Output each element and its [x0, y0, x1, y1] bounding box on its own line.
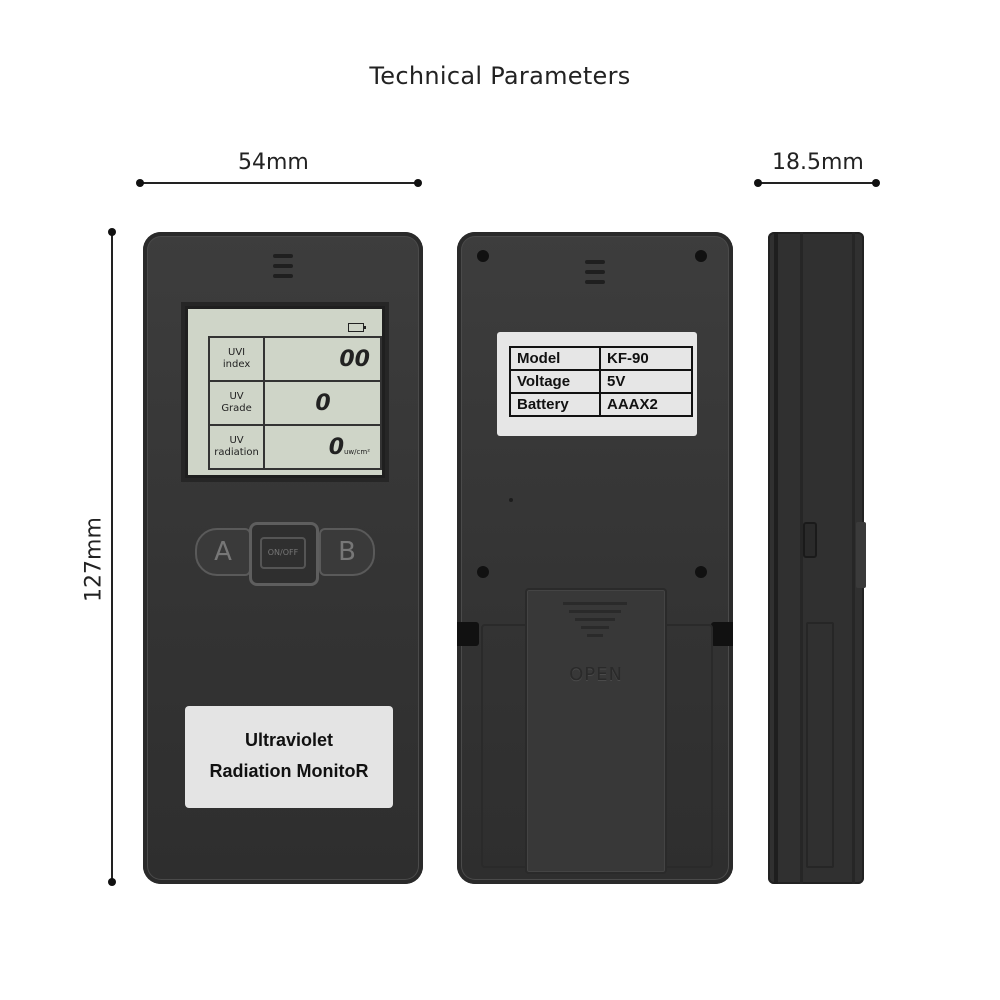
speaker-grille — [273, 254, 293, 258]
spec-key: Battery — [509, 392, 601, 417]
product-name-line1: Ultraviolet — [244, 730, 334, 750]
screw-icon — [477, 250, 489, 262]
depth-dimension-line — [758, 182, 878, 184]
button-b[interactable]: B — [319, 528, 375, 576]
clip-notch — [711, 622, 733, 646]
vent-line — [575, 618, 615, 621]
screw-icon — [477, 566, 489, 578]
screw-icon — [695, 566, 707, 578]
spec-value: 5V — [599, 369, 693, 394]
speaker-grille — [585, 280, 605, 284]
battery-door-label: OPEN — [569, 664, 623, 685]
vent-line — [587, 634, 603, 637]
side-seam — [852, 232, 855, 884]
dimension-endpoint — [872, 179, 880, 187]
depth-dimension-label: 18.5mm — [772, 150, 864, 175]
screw-icon — [695, 250, 707, 262]
usb-port — [803, 522, 817, 558]
power-button-label: ON/OFF — [260, 537, 306, 569]
power-button[interactable]: ON/OFF — [249, 522, 319, 586]
reset-hole — [509, 498, 513, 502]
speaker-grille — [585, 260, 605, 264]
dimension-endpoint — [414, 179, 422, 187]
spec-row: Battery AAAX2 — [509, 392, 693, 417]
clip-notch — [457, 622, 479, 646]
speaker-grille — [273, 264, 293, 268]
side-stand-edge — [806, 622, 834, 868]
speaker-grille — [585, 270, 605, 274]
vent-line — [569, 610, 621, 613]
device-back: Model KF-90 Voltage 5V Battery AAAX2 OPE… — [457, 232, 733, 884]
button-a[interactable]: A — [195, 528, 251, 576]
speaker-grille — [273, 274, 293, 278]
height-dimension-label: 127mm — [81, 517, 107, 602]
spec-value: AAAX2 — [599, 392, 693, 417]
height-dimension-line — [111, 232, 113, 884]
spec-plate: Model KF-90 Voltage 5V Battery AAAX2 — [497, 332, 697, 436]
dimension-endpoint — [108, 878, 116, 886]
spec-key: Voltage — [509, 369, 601, 394]
device-side — [768, 232, 866, 884]
spec-row: Model KF-90 — [509, 346, 693, 371]
width-dimension-label: 54mm — [238, 150, 309, 175]
spec-value: KF-90 — [599, 346, 693, 371]
spec-row: Voltage 5V — [509, 369, 693, 394]
vent-line — [563, 602, 627, 605]
dimension-endpoint — [754, 179, 762, 187]
page-title: Technical Parameters — [369, 62, 631, 90]
side-seam — [800, 232, 803, 884]
battery-door[interactable]: OPEN — [525, 588, 667, 874]
battery-icon — [348, 323, 366, 332]
vent-line — [581, 626, 609, 629]
side-button[interactable] — [856, 522, 866, 588]
lcd-unit: uw/cm² — [344, 447, 370, 456]
product-name-line2: Radiation MonitoR — [209, 761, 369, 781]
dimension-endpoint — [136, 179, 144, 187]
lcd-value: 00 — [263, 336, 382, 382]
product-name-plate: Ultraviolet Radiation MonitoR — [185, 706, 393, 808]
width-dimension-line — [140, 182, 420, 184]
dimension-endpoint — [108, 228, 116, 236]
spec-key: Model — [509, 346, 601, 371]
lcd-value: 0uw/cm² — [263, 424, 382, 470]
lcd-value: 0 — [263, 380, 382, 426]
spec-table: Model KF-90 Voltage 5V Battery AAAX2 — [509, 346, 693, 417]
side-edge — [774, 232, 778, 884]
